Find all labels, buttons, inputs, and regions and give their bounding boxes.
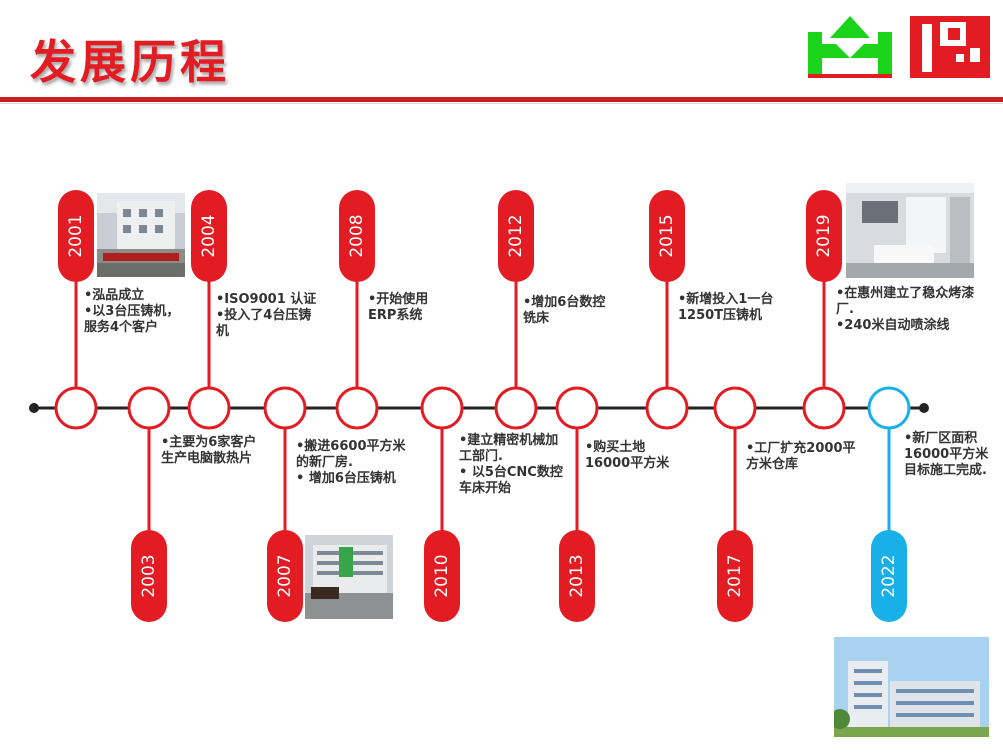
milestone-2012-node [494,386,538,430]
milestone-2007-year-pill: 2007 [267,530,303,622]
milestone-2008-year-pill: 2008 [339,190,375,282]
milestone-2010-year-pill: 2010 [424,530,460,622]
milestone-2010-year-label: 2010 [432,554,452,597]
milestone-2017-node [713,386,757,430]
milestone-2013-year-pill: 2013 [559,530,595,622]
milestone-2003-year-pill: 2003 [131,530,167,622]
milestone-2022-node [867,386,911,430]
milestone-2003-year-label: 2003 [139,554,159,597]
photo-2022-new-campus [834,637,989,737]
milestone-2019-node [802,386,846,430]
milestone-2017-year-pill: 2017 [717,530,753,622]
milestone-2015-node [645,386,689,430]
logo-green-mark [808,16,892,78]
milestone-2022-note: •新厂区面积 16000平方米 目标施工完成. [904,431,989,478]
milestone-2022-year-pill: 2022 [871,530,907,622]
milestone-2004-node [187,386,231,430]
milestone-2004-year-pill: 2004 [191,190,227,282]
milestone-2015-note: •新增投入1一台 1250T压铸机 [678,292,774,323]
milestone-2013-note: •购买土地 16000平方米 [585,440,670,471]
milestone-2022-year-label: 2022 [879,554,899,597]
logo-red-mark [910,16,990,78]
milestone-2003-note: •主要为6家客户 生产电脑散热片 [161,435,257,466]
milestone-2007-note: •搬进6600平方米 的新厂房. • 增加6台压铸机 [296,439,406,486]
milestone-2008-node [335,386,379,430]
milestone-2010-note: •建立精密机械加 工部门. • 以5台CNC数控 车床开始 [459,433,563,496]
milestone-2007-year-label: 2007 [275,554,295,597]
milestone-2017-year-label: 2017 [725,554,745,597]
milestone-2001-node [54,386,98,430]
title-underline [0,97,1003,102]
milestone-2003-node [127,386,171,430]
milestone-2015-year-pill: 2015 [649,190,685,282]
title-underline-shadow [0,103,1003,104]
axis-end-dot [919,403,929,413]
milestone-2001-year-label: 2001 [66,214,86,257]
photo-2001-old-factory [97,193,185,277]
milestone-2004-year-label: 2004 [199,214,219,257]
milestone-2004-note: •ISO9001 认证 •投入了4台压铸 机 [216,292,317,339]
milestone-2013-node [555,386,599,430]
photo-2019-lobby [846,183,974,278]
milestone-2012-year-label: 2012 [506,214,526,257]
page-title: 发展历程 [30,35,230,89]
milestone-2012-note: •增加6台数控 铣床 [523,295,606,326]
milestone-2019-year-pill: 2019 [806,190,842,282]
milestone-2007-node [263,386,307,430]
milestone-2015-year-label: 2015 [657,214,677,257]
axis-start-dot [29,403,39,413]
milestone-2001-note: •泓品成立 •以3台压铸机， 服务4个客户 [84,288,180,335]
milestone-2013-year-label: 2013 [567,554,587,597]
milestone-2010-node [420,386,464,430]
milestone-2019-note: •在惠州建立了稳众烤漆 厂. •240米自动喷涂线 [836,286,975,333]
milestone-2001-year-pill: 2001 [58,190,94,282]
milestone-2019-year-label: 2019 [814,214,834,257]
milestone-2008-note: •开始使用 ERP系统 [368,292,429,323]
photo-2007-new-factory [305,535,393,619]
milestone-2012-year-pill: 2012 [498,190,534,282]
milestone-2008-year-label: 2008 [347,214,367,257]
milestone-2017-note: •工厂扩充2000平 方米仓库 [746,441,856,472]
company-logo [808,16,990,78]
